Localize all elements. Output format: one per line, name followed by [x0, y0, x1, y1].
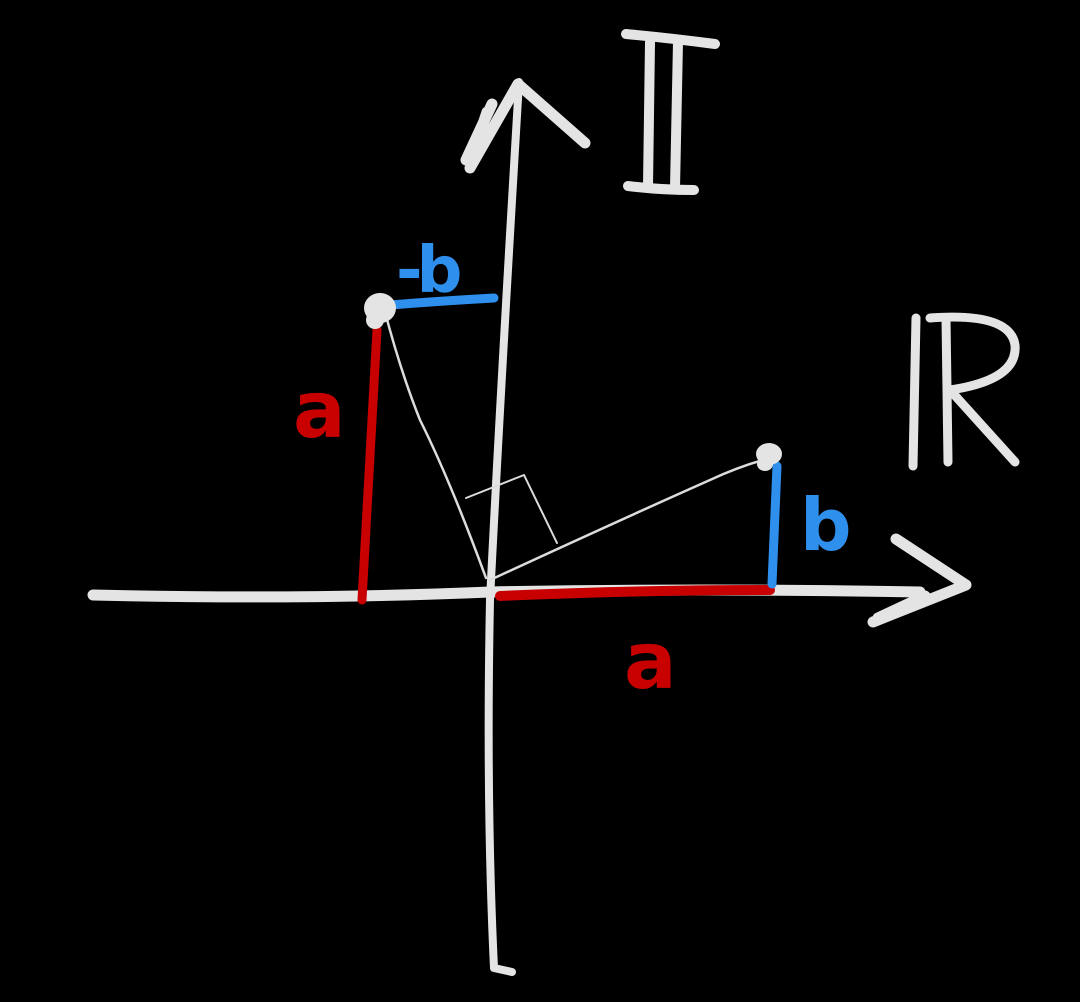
imaginary-axis-arrowhead [460, 78, 591, 174]
label-a-left: a [293, 366, 346, 456]
vector-to-right-point [488, 456, 772, 582]
imaginary-axis [484, 78, 523, 976]
real-part-bottom-segment [495, 585, 775, 601]
label-b-right: b [800, 483, 852, 567]
label-a-bottom: a [624, 617, 677, 707]
point-left [364, 293, 396, 329]
imag-part-right-segment [767, 461, 782, 589]
imaginary-axis-label: I [668, 119, 669, 121]
point-right [756, 443, 782, 471]
real-part-left-segment [357, 325, 382, 605]
imag-part-top-segment [385, 293, 499, 310]
label-neg-b-top: -b [396, 234, 460, 308]
right-angle-marker [465, 474, 558, 544]
vector-to-left-point [382, 306, 488, 580]
real-axis-arrowhead [867, 533, 972, 628]
imaginary-axis-label-glyph [621, 29, 720, 195]
real-axis-label-glyph [908, 312, 1020, 471]
